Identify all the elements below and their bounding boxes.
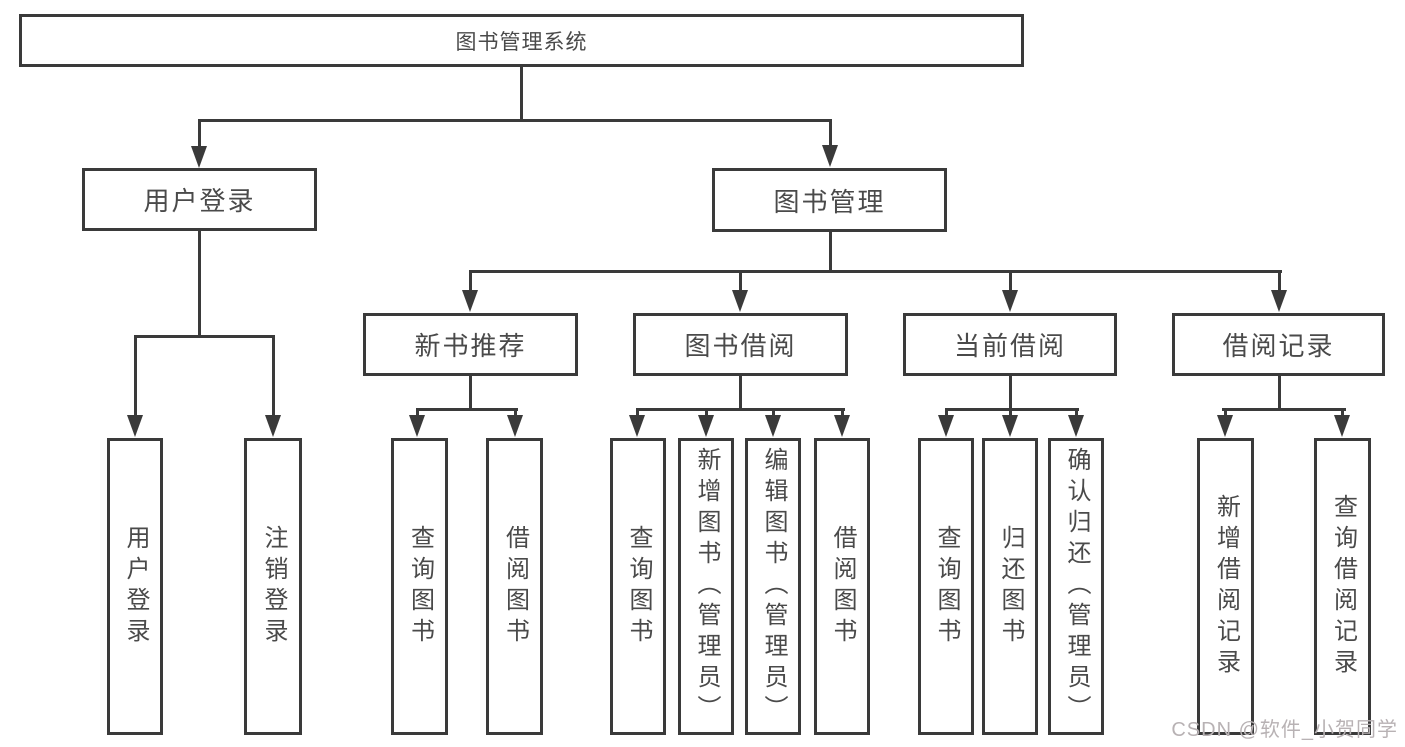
leaf-recommend-borrow-books: 借阅图书	[486, 438, 543, 735]
node-label: 用户登录	[143, 186, 256, 216]
leaf-edit-book-admin: 编辑图书（管理员）	[745, 438, 801, 735]
connector-line	[829, 232, 832, 272]
arrow-down-icon	[1002, 290, 1018, 312]
leaf-borrow-books: 借阅图书	[814, 438, 870, 735]
node-borrow-records: 借阅记录	[1172, 313, 1385, 376]
arrow-down-icon	[462, 290, 478, 312]
connector-line	[416, 408, 518, 411]
arrow-down-icon	[822, 145, 838, 167]
leaf-confirm-return-admin: 确认归还（管理员）	[1048, 438, 1104, 735]
arrow-down-icon	[698, 415, 714, 437]
node-label: 借阅图书	[829, 524, 856, 649]
leaf-borrow-query-books: 查询图书	[610, 438, 666, 735]
arrow-down-icon	[1271, 290, 1287, 312]
arrow-down-icon	[629, 415, 645, 437]
leaf-logout: 注销登录	[244, 438, 302, 735]
node-book-borrow: 图书借阅	[633, 313, 848, 376]
connector-line	[1278, 270, 1281, 292]
node-current-borrow: 当前借阅	[903, 313, 1117, 376]
node-label: 查询借阅记录	[1329, 493, 1357, 680]
arrow-down-icon	[732, 290, 748, 312]
leaf-recommend-query-books: 查询图书	[391, 438, 448, 735]
node-book-management: 图书管理	[712, 168, 947, 232]
leaf-user-login: 用户登录	[107, 438, 163, 735]
connector-line	[1009, 376, 1012, 410]
leaf-query-borrow-record: 查询借阅记录	[1314, 438, 1371, 735]
connector-line	[520, 67, 523, 121]
leaf-add-borrow-record: 新增借阅记录	[1197, 438, 1254, 735]
node-new-book-recommend: 新书推荐	[363, 313, 578, 376]
node-label: 编辑图书（管理员）	[760, 447, 787, 726]
connector-line	[772, 408, 775, 418]
connector-line	[1224, 408, 1227, 418]
connector-line	[416, 408, 419, 418]
connector-line	[829, 119, 832, 147]
connector-line	[469, 376, 472, 410]
node-label: 查询图书	[625, 524, 652, 649]
leaf-return-books: 归还图书	[982, 438, 1038, 735]
node-label: 借阅图书	[501, 524, 529, 649]
node-label: 查询图书	[406, 524, 434, 649]
node-label: 新增图书（管理员）	[693, 447, 720, 726]
connector-line	[198, 119, 201, 148]
node-label: 注销登录	[260, 524, 287, 649]
arrow-down-icon	[409, 415, 425, 437]
connector-line	[636, 408, 845, 411]
node-label: 图书管理系统	[455, 30, 588, 54]
node-label: 用户登录	[122, 524, 149, 649]
connector-line	[739, 376, 742, 410]
arrow-down-icon	[1217, 415, 1233, 437]
connector-line	[1075, 408, 1078, 418]
connector-line	[469, 270, 472, 292]
arrow-down-icon	[1334, 415, 1350, 437]
node-label: 图书借阅	[684, 331, 797, 361]
connector-line	[636, 408, 639, 418]
connector-line	[1009, 270, 1012, 292]
node-root-library-system: 图书管理系统	[19, 14, 1024, 67]
arrow-down-icon	[507, 415, 523, 437]
arrow-down-icon	[765, 415, 781, 437]
node-label: 图书管理	[773, 186, 886, 217]
connector-line	[1278, 376, 1281, 410]
node-label: 当前借阅	[953, 331, 1066, 361]
arrow-down-icon	[1002, 415, 1018, 437]
leaf-add-book-admin: 新增图书（管理员）	[678, 438, 734, 735]
leaf-current-query-books: 查询图书	[918, 438, 974, 735]
connector-line	[469, 270, 1282, 273]
node-user-login: 用户登录	[82, 168, 317, 231]
connector-line	[1222, 408, 1346, 411]
node-label: 新书推荐	[414, 331, 527, 361]
connector-line	[514, 408, 517, 418]
watermark: CSDN @软件_小贺同学	[1171, 719, 1398, 741]
connector-line	[134, 335, 137, 417]
connector-line	[739, 270, 742, 292]
connector-line	[945, 408, 1079, 411]
arrow-down-icon	[834, 415, 850, 437]
connector-line	[945, 408, 948, 418]
arrow-down-icon	[938, 415, 954, 437]
connector-line	[1341, 408, 1344, 418]
connector-line	[198, 119, 832, 122]
node-label: 新增借阅记录	[1212, 493, 1240, 680]
arrow-down-icon	[191, 146, 207, 168]
node-label: 查询图书	[933, 524, 960, 649]
connector-line	[134, 335, 275, 338]
connector-line	[841, 408, 844, 418]
connector-line	[705, 408, 708, 418]
arrow-down-icon	[1068, 415, 1084, 437]
node-label: 归还图书	[997, 524, 1024, 649]
arrow-down-icon	[127, 415, 143, 437]
node-label: 确认归还（管理员）	[1063, 447, 1090, 726]
connector-line	[198, 231, 201, 337]
arrow-down-icon	[265, 415, 281, 437]
node-label: 借阅记录	[1222, 331, 1335, 361]
connector-line	[272, 335, 275, 417]
connector-line	[1009, 408, 1012, 418]
